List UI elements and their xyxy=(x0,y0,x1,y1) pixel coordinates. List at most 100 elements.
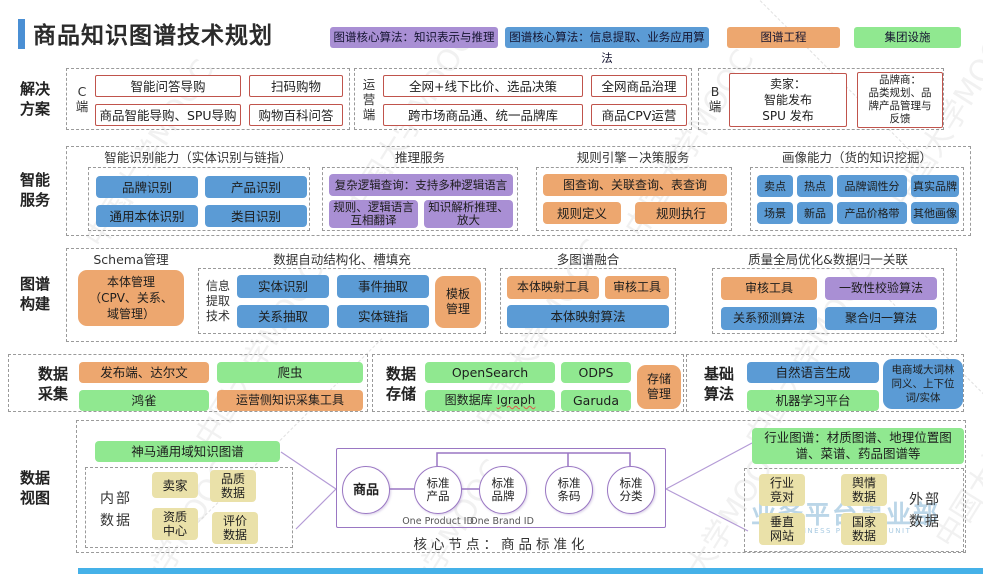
industry-graph-bar: 行业图谱：材质图谱、地理位置图谱、菜谱、药品图谱等 xyxy=(752,428,964,464)
construction-box: 审核工具 xyxy=(605,276,669,299)
core-nodes-frame xyxy=(336,448,666,528)
row-label-algorithms: 基础 算法 xyxy=(703,365,734,403)
construction-box: 事件抽取 xyxy=(337,275,429,298)
internal-item: 品质 数据 xyxy=(210,470,256,502)
capability-box: 产品识别 xyxy=(205,176,307,198)
core-node-std-product: 标准 产品 xyxy=(414,466,462,514)
internal-data-group: 内部 数据 卖家 品质 数据 资质 中心 评价 数据 xyxy=(85,467,293,548)
external-data-label: 外部 数据 xyxy=(909,492,941,530)
capability-box: 真实品牌 xyxy=(911,175,959,197)
construction-box: 本体映射工具 xyxy=(507,276,599,299)
structuring-group-title: 数据自动结构化、槽填充 xyxy=(273,252,411,267)
solution-item: 扫码购物 xyxy=(249,75,343,97)
storage-box: Garuda xyxy=(561,390,631,411)
recognition-group: 品牌识别 产品识别 通用本体识别 类目识别 xyxy=(88,167,310,231)
one-product-id-label: One Product ID xyxy=(402,516,474,527)
profile-group-title: 画像能力（货的知识挖掘） xyxy=(781,150,932,165)
row-label-construction: 图谱 构建 xyxy=(19,275,50,313)
igraph-label: Igraph xyxy=(496,393,536,407)
capability-box: 图查询、关联查询、表查询 xyxy=(543,174,727,196)
row-label-dataview: 数据 视图 xyxy=(19,469,50,507)
capability-box: 品牌调性分 xyxy=(837,175,907,197)
row-label-collect: 数据 采集 xyxy=(37,365,68,403)
capability-box: 产品价格带 xyxy=(837,202,907,224)
row-label-solution: 解决 方案 xyxy=(19,80,50,118)
storage-box: OpenSearch xyxy=(425,362,555,383)
page-title: 商品知识图谱技术规划 xyxy=(33,23,273,49)
construction-box: 审核工具 xyxy=(721,277,817,300)
storage-box: ODPS xyxy=(561,362,631,383)
row-label-storage: 数据 存储 xyxy=(385,365,416,403)
internal-item: 评价 数据 xyxy=(212,512,258,544)
internal-data-label: 内部 数据 xyxy=(100,491,132,529)
legend-info-extraction: 图谱核心算法：信息提取、业务应用算法 xyxy=(505,27,709,65)
solution-item: 跨市场商品通、统一品牌库 xyxy=(383,104,583,126)
capability-box: 规则、逻辑语言 互相翻译 xyxy=(329,200,418,228)
solution-item: 购物百科问答 xyxy=(249,104,343,126)
algorithm-box: 自然语言生成 xyxy=(747,362,879,383)
intelligence-outer-box xyxy=(66,146,971,236)
capability-box: 品牌识别 xyxy=(96,176,198,198)
storage-manage-box: 存储 管理 xyxy=(637,364,681,409)
algorithm-box: 机器学习平台 xyxy=(747,390,879,411)
capability-box: 类目识别 xyxy=(205,205,307,227)
construction-box: 聚合归一算法 xyxy=(825,307,937,330)
b-side-label: B 端 xyxy=(708,84,722,114)
capability-box: 复杂逻辑查询：支持多种逻辑语言 xyxy=(329,174,513,196)
rules-group-title: 规则引擎－决策服务 xyxy=(576,150,690,165)
dataview-outer-box xyxy=(76,420,966,553)
capability-box: 知识解析推理、 放大 xyxy=(424,200,513,228)
external-item: 国家 数据 xyxy=(841,513,887,545)
solution-item: 商品CPV运营 xyxy=(591,104,687,126)
reasoning-group-title: 推理服务 xyxy=(394,150,445,165)
construction-box: 实体链指 xyxy=(337,305,429,328)
capability-box: 热点 xyxy=(797,175,833,197)
solution-item: 卖家： 智能发布 SPU 发布 xyxy=(729,73,847,127)
shenma-graph-bar: 神马通用域知识图谱 xyxy=(95,441,280,462)
capability-box: 规则定义 xyxy=(543,202,621,224)
capability-box: 场景 xyxy=(757,202,793,224)
capability-box: 新品 xyxy=(797,202,833,224)
schema-group-title: Schema管理 xyxy=(93,252,169,267)
quality-group-title: 质量全局优化&数据归一关联 xyxy=(748,252,908,267)
core-node-std-barcode: 标准 条码 xyxy=(545,466,593,514)
collect-box: 运营侧知识采集工具 xyxy=(217,390,363,411)
fusion-group-title: 多图谱融合 xyxy=(556,252,620,267)
construction-box: 关系抽取 xyxy=(237,305,329,328)
template-management-box: 模板 管理 xyxy=(435,275,481,328)
collect-box: 爬虫 xyxy=(217,362,363,383)
core-node-std-brand: 标准 品牌 xyxy=(479,466,527,514)
collect-box: 发布端、达尔文 xyxy=(79,362,209,383)
legend-graph-engineering: 图谱工程 xyxy=(727,27,840,48)
fusion-group: 本体映射工具 审核工具 本体映射算法 xyxy=(500,268,676,334)
external-data-group: 业务平台事业部 BUSINESS PLATFORM UNIT 行业 竞对 舆情 … xyxy=(744,468,964,552)
ops-side-label: 运 营 端 xyxy=(362,77,376,122)
footer-bar xyxy=(78,568,983,574)
internal-item: 资质 中心 xyxy=(152,508,198,540)
capability-box: 规则执行 xyxy=(635,202,727,224)
extraction-side-label: 信息 提取 技术 xyxy=(205,279,230,323)
solution-item: 全网+线下比价、选品决策 xyxy=(383,75,583,97)
collect-box: 鸿雀 xyxy=(79,390,209,411)
construction-outer-box xyxy=(66,248,957,342)
ecommerce-lexicon-box: 电商域大词林 同义、上下位 词/实体 xyxy=(883,359,963,409)
capability-box: 卖点 xyxy=(757,175,793,197)
legend-group-facility: 集团设施 xyxy=(854,27,961,48)
solution-item: 品牌商： 品类规划、品 牌产品管理与 反馈 xyxy=(857,72,943,128)
solution-b-group: B 端 卖家： 智能发布 SPU 发布 品牌商： 品类规划、品 牌产品管理与 反… xyxy=(698,68,944,130)
core-node-std-category: 标准 分类 xyxy=(607,466,655,514)
external-item: 舆情 数据 xyxy=(841,474,887,506)
legend-knowledge-reasoning: 图谱核心算法：知识表示与推理 xyxy=(330,27,498,48)
external-item: 行业 竞对 xyxy=(759,474,805,506)
construction-box: 一致性校验算法 xyxy=(825,277,937,300)
construction-box: 本体映射算法 xyxy=(507,305,669,328)
one-brand-id-label: One Brand ID xyxy=(470,516,534,527)
schema-ontology-box: 本体管理 （CPV、关系、 域管理） xyxy=(78,270,184,326)
recognition-group-title: 智能识别能力（实体识别与链指） xyxy=(104,150,292,165)
core-node-product: 商品 xyxy=(342,466,390,514)
storage-box-label: 图数据库 xyxy=(444,393,493,407)
